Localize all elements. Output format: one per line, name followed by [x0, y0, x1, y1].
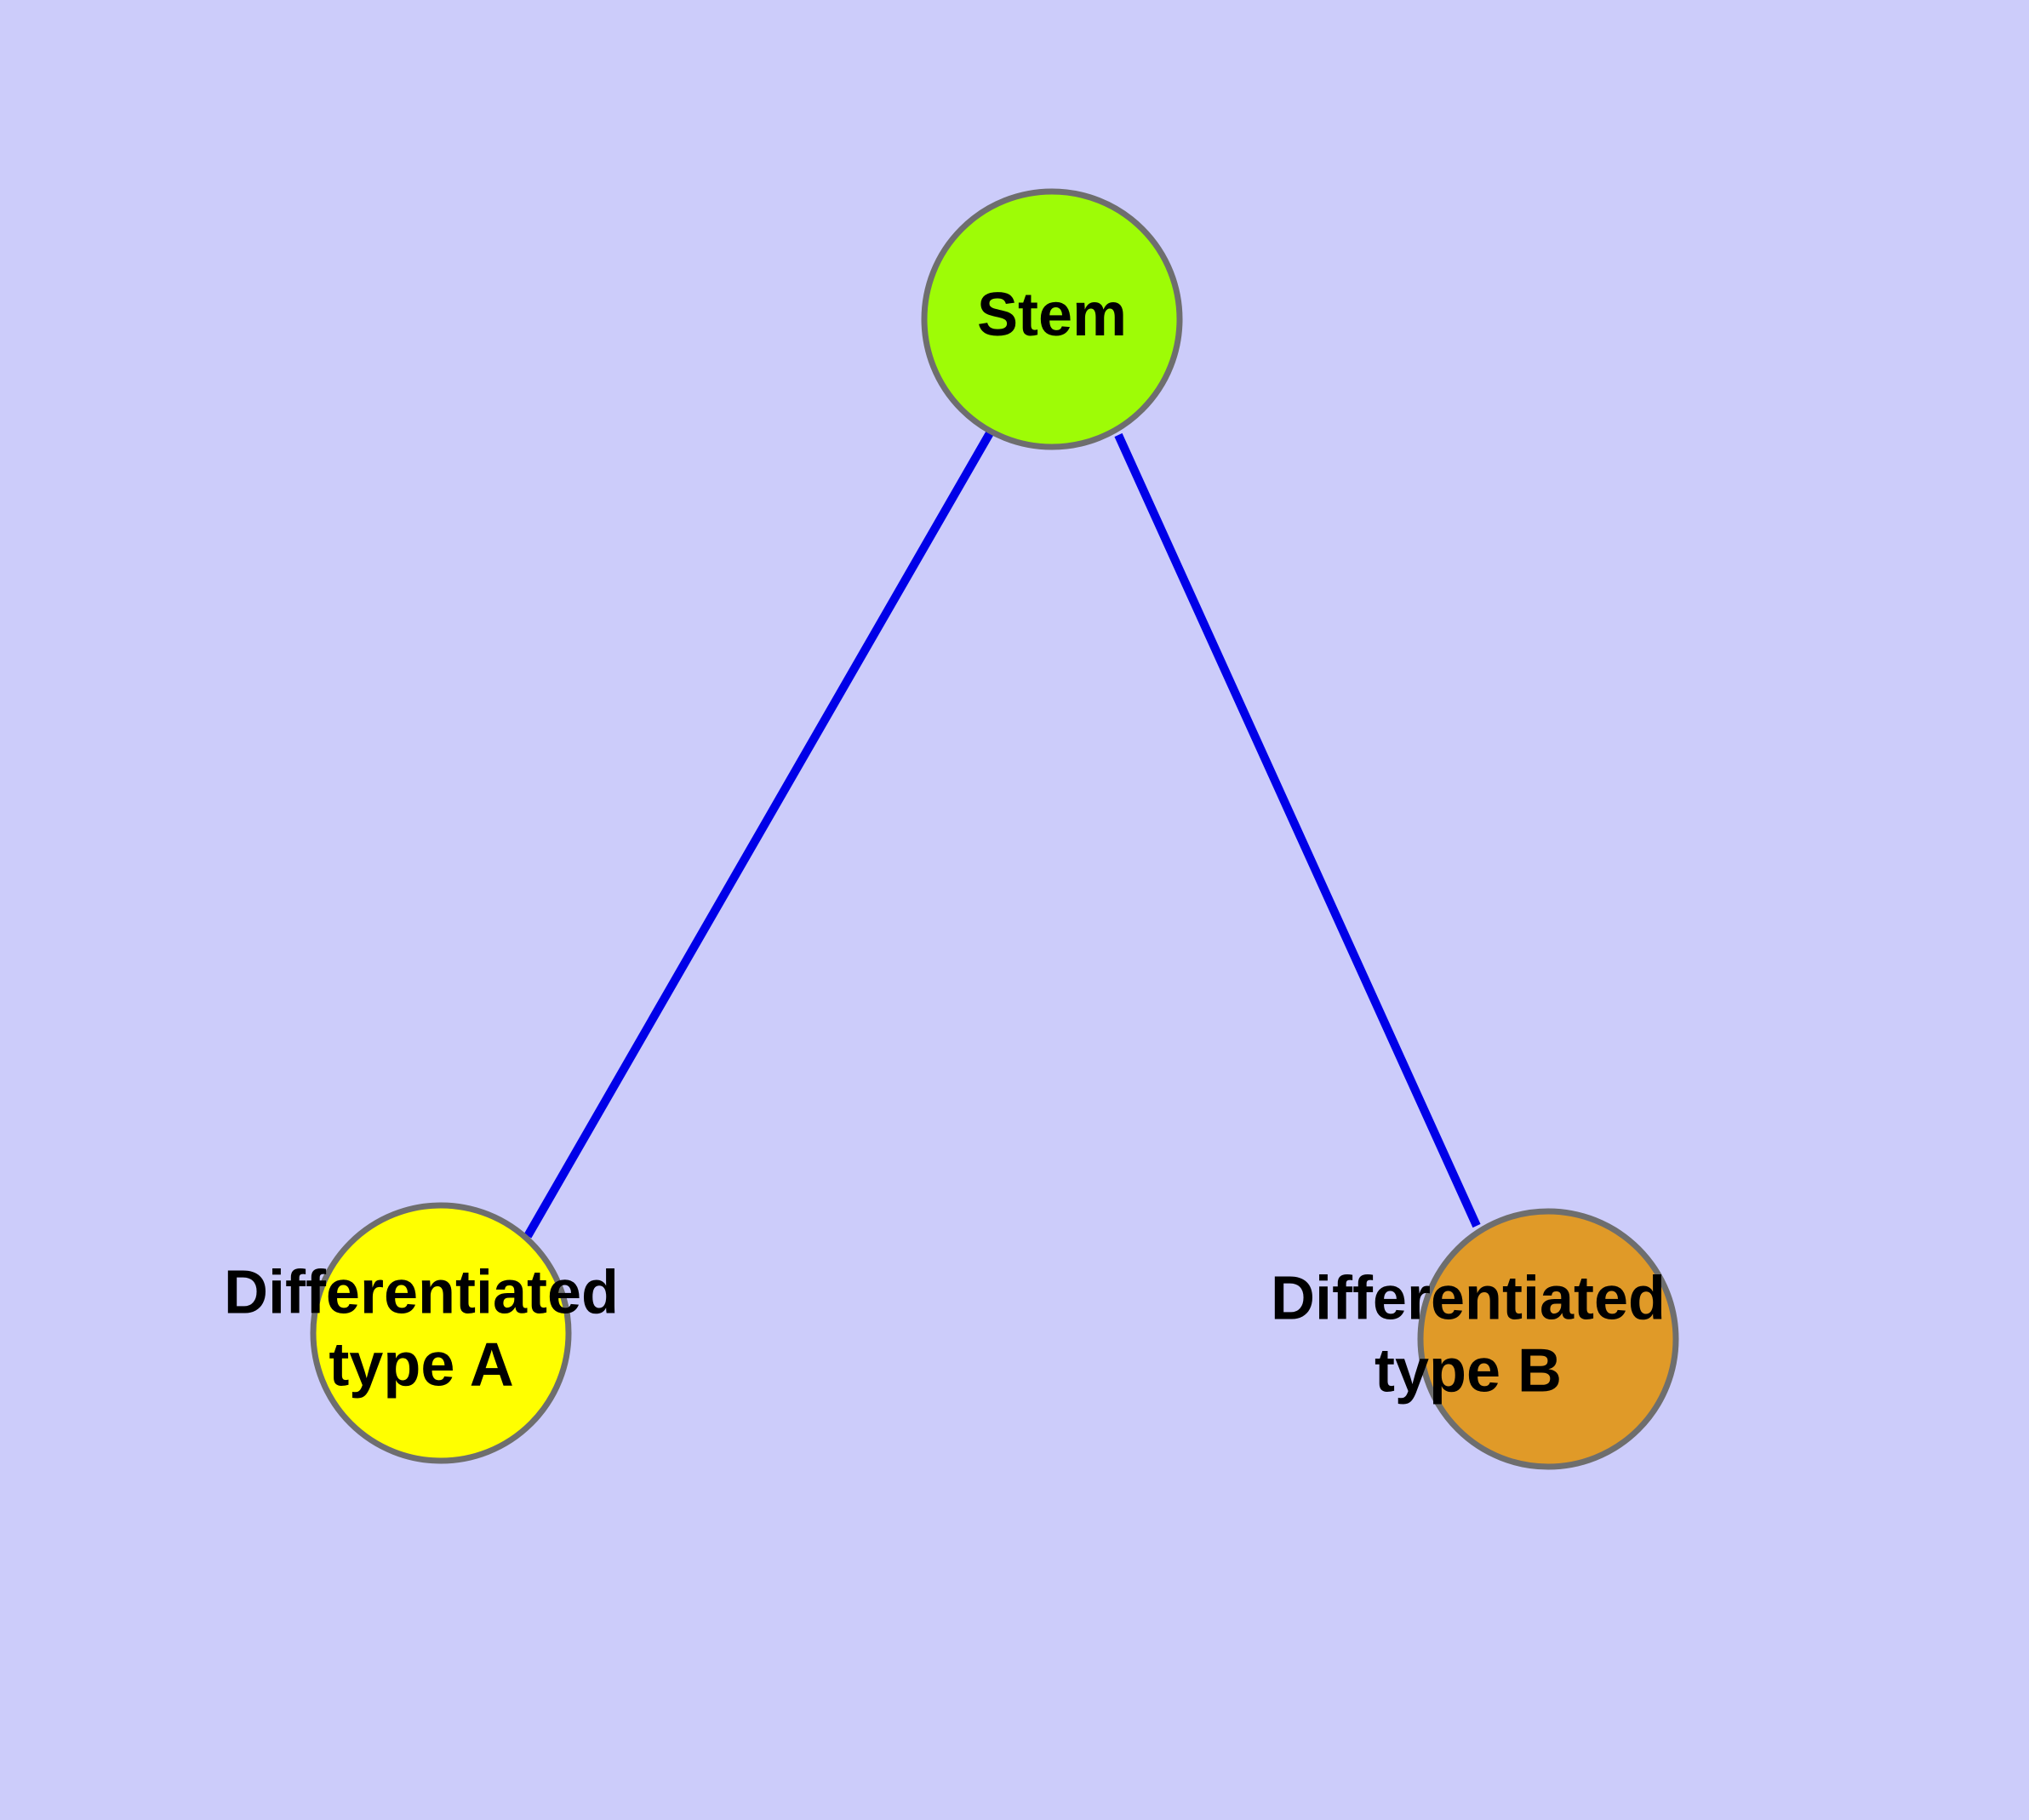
graph-edge-stem-to-a[interactable] [523, 429, 995, 1239]
node-label-line: Differentiated [224, 1259, 619, 1327]
node-label-line: type A [329, 1331, 513, 1399]
node-label-line: Differentiated [1271, 1265, 1666, 1333]
graph-node-stem[interactable] [921, 188, 1183, 450]
node-label-line: Stem [977, 281, 1127, 349]
graph-node-diff-b[interactable] [1417, 1208, 1679, 1470]
edges-layer [523, 429, 1481, 1239]
graph-edge-stem-to-b[interactable] [1114, 432, 1481, 1228]
node-label-stem: Stem [977, 281, 1127, 349]
nodes-layer [310, 188, 1679, 1470]
graph-node-diff-a[interactable] [310, 1202, 572, 1464]
node-label-line: type B [1375, 1336, 1562, 1405]
